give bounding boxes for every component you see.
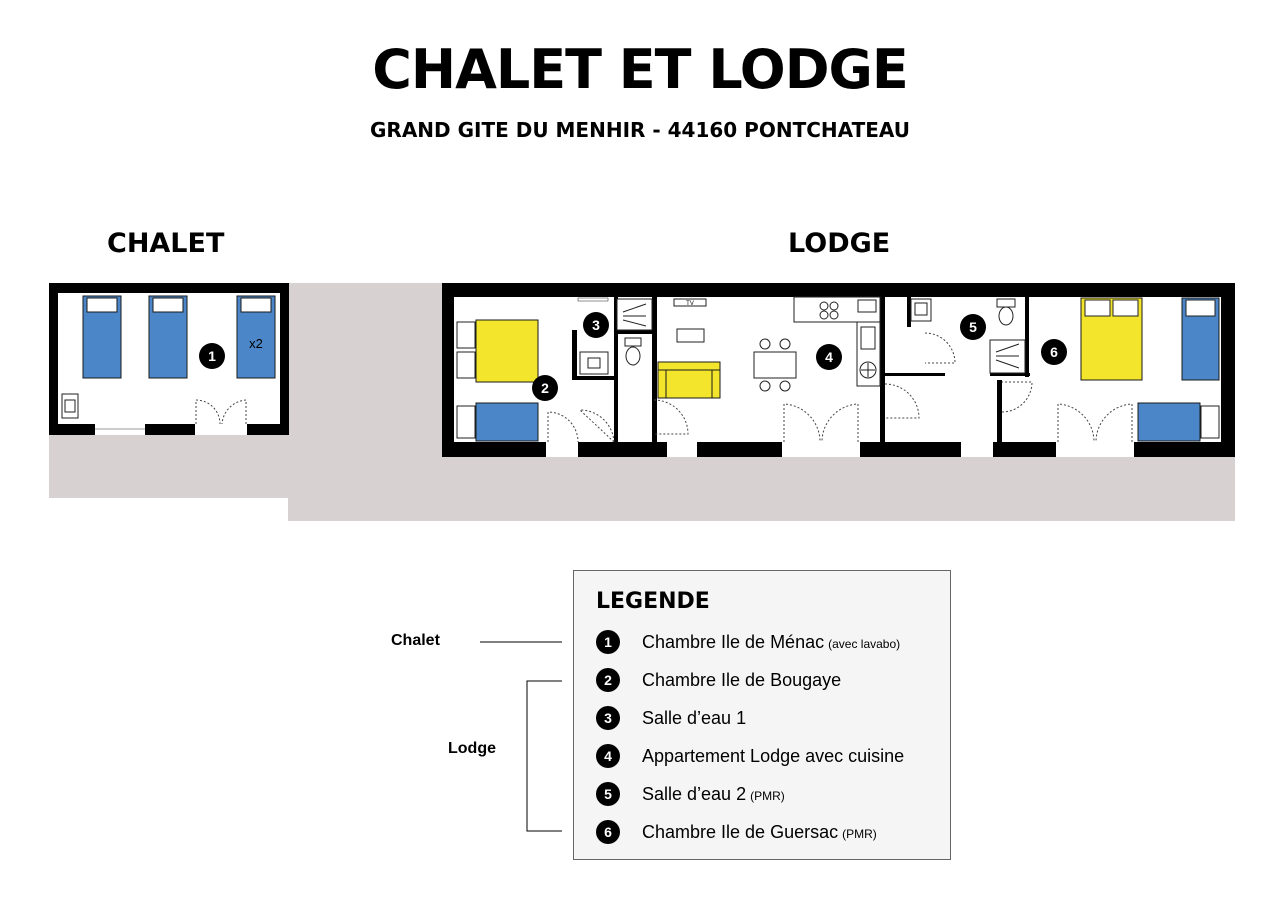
single-bed xyxy=(1137,402,1220,442)
interior-wall xyxy=(907,297,911,327)
door-swing xyxy=(221,399,247,425)
legend-group-chalet: Chalet xyxy=(391,632,440,649)
door-swing xyxy=(1095,403,1133,443)
legend-note: (PMR) xyxy=(842,826,877,841)
toilet xyxy=(996,298,1016,326)
legend-label-text: Salle d’eau 1 xyxy=(642,707,747,728)
legend-number: 2 xyxy=(596,668,620,692)
interior-wall xyxy=(990,373,1030,376)
room-number-3: 3 xyxy=(592,317,600,333)
interior-wall xyxy=(614,297,618,442)
legend-item: 3 Salle d’eau 1 xyxy=(596,705,750,731)
section-label-lodge: LODGE xyxy=(788,228,891,259)
legend: LEGENDE 1 Chambre Ile de Ménac(avec lava… xyxy=(573,570,951,860)
interior-wall xyxy=(997,380,1002,442)
room-number-5: 5 xyxy=(969,319,977,335)
legend-label-text: Chambre Ile de Guersac xyxy=(642,821,839,842)
legend-label: Chambre Ile de Bougaye xyxy=(642,670,845,691)
sink xyxy=(910,298,932,322)
legend-label: Chambre Ile de Guersac(PMR) xyxy=(642,822,877,843)
legend-item: 6 Chambre Ile de Guersac(PMR) xyxy=(596,819,877,845)
legend-number: 6 xyxy=(596,820,620,844)
double-bed xyxy=(475,319,539,383)
legend-title: LEGENDE xyxy=(596,589,710,614)
interior-wall xyxy=(880,297,885,442)
sofa xyxy=(657,361,721,399)
chalet-door xyxy=(195,424,247,435)
tv: TV xyxy=(673,298,707,307)
legend-brackets xyxy=(480,641,562,832)
room-number-2: 2 xyxy=(541,380,549,396)
door-swing xyxy=(783,403,821,443)
sink xyxy=(61,393,79,419)
door-swing xyxy=(578,409,615,443)
legend-item: 5 Salle d’eau 2(PMR) xyxy=(596,781,785,807)
door-swing xyxy=(821,403,859,443)
chalet-building: x2 1 xyxy=(49,283,289,435)
room-marker-4 xyxy=(816,344,842,370)
shower xyxy=(989,339,1026,374)
single-bed xyxy=(1181,297,1220,381)
shower xyxy=(616,298,653,331)
single-bed xyxy=(456,402,539,442)
interior-wall xyxy=(885,373,945,376)
legend-label-text: Chambre Ile de Ménac xyxy=(642,631,825,652)
legend-number: 3 xyxy=(596,706,620,730)
door-swing xyxy=(884,383,920,419)
legend-label: Appartement Lodge avec cuisine xyxy=(642,746,908,767)
kitchen-counter xyxy=(793,296,881,387)
legend-label-text: Appartement Lodge avec cuisine xyxy=(642,745,905,766)
room-marker-3 xyxy=(583,312,609,338)
interior-wall xyxy=(572,376,614,380)
legend-label: Chambre Ile de Ménac(avec lavabo) xyxy=(642,632,900,653)
legend-label: Salle d’eau 2(PMR) xyxy=(642,784,785,805)
legend-number: 1 xyxy=(596,630,620,654)
door-swing xyxy=(924,332,956,364)
legend-group-lodge: Lodge xyxy=(448,740,496,757)
legend-label-text: Salle d’eau 2 xyxy=(642,783,747,804)
room-number-1: 1 xyxy=(208,348,216,364)
legend-note: (PMR) xyxy=(750,788,785,803)
legend-label-text: Chambre Ile de Bougaye xyxy=(642,669,842,690)
door-swing xyxy=(653,399,689,435)
door-swing xyxy=(195,399,221,425)
door-swing xyxy=(1057,403,1095,443)
interior-wall xyxy=(652,297,657,442)
room-number-6: 6 xyxy=(1050,344,1058,360)
legend-note: (avec lavabo) xyxy=(828,636,901,651)
tv-label: TV xyxy=(686,301,694,307)
legend-item: 4 Appartement Lodge avec cuisine xyxy=(596,743,908,769)
room-marker-5 xyxy=(960,314,986,340)
dining-table xyxy=(753,338,797,392)
interior-wall xyxy=(1025,297,1029,377)
page-title: CHALET ET LODGE xyxy=(372,38,909,101)
bunk-bed xyxy=(236,295,276,379)
interior-wall xyxy=(617,330,654,334)
floor-plan: x2 1 xyxy=(49,283,1235,521)
double-bed xyxy=(1080,297,1143,381)
interior-wall xyxy=(572,330,577,378)
single-bed xyxy=(82,295,122,379)
page-subtitle: GRAND GITE DU MENHIR - 44160 PONTCHATEAU xyxy=(370,118,910,142)
toilet xyxy=(624,337,642,366)
sink xyxy=(579,351,609,375)
legend-item: 1 Chambre Ile de Ménac(avec lavabo) xyxy=(596,629,900,655)
legend-label: Salle d’eau 1 xyxy=(642,708,750,729)
room-marker-6 xyxy=(1041,339,1067,365)
bunk-bed-multiplier: x2 xyxy=(249,336,263,351)
room-marker-1 xyxy=(199,343,225,369)
door-swing xyxy=(1001,381,1033,413)
coffee-table xyxy=(676,328,705,343)
room-marker-2 xyxy=(532,375,558,401)
single-bed xyxy=(148,295,188,379)
section-label-chalet: CHALET xyxy=(107,228,225,259)
legend-number: 4 xyxy=(596,744,620,768)
lodge-building: 2 3 TV xyxy=(442,283,1235,457)
room-number-4: 4 xyxy=(825,349,833,365)
legend-number: 5 xyxy=(596,782,620,806)
legend-item: 2 Chambre Ile de Bougaye xyxy=(596,667,845,693)
